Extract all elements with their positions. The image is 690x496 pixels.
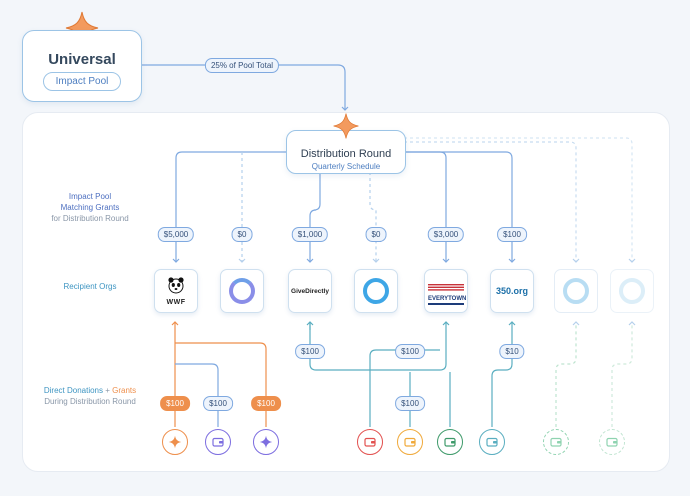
panda-icon <box>168 277 184 294</box>
wallet-icon <box>364 437 376 447</box>
wallet-icon <box>404 437 416 447</box>
org-card-givedirectly[interactable]: GiveDirectly <box>288 269 332 313</box>
donor-wallet-purple[interactable] <box>205 429 231 455</box>
donor-wallet-mint-1[interactable] <box>543 429 569 455</box>
flag-stripes-icon <box>428 283 464 291</box>
donation-pill-wwf-c: $100 <box>251 396 281 411</box>
pool-subtitle-pill: Impact Pool <box>42 72 122 91</box>
org-card-faded-1[interactable] <box>554 269 598 313</box>
wallet-icon <box>486 437 498 447</box>
wallet-icon <box>444 437 456 447</box>
grant-pill-org2: $0 <box>231 227 253 242</box>
donor-sparkle-orange[interactable] <box>162 429 188 455</box>
donation-pill-everytown-merge: $100 <box>395 344 425 359</box>
recipient-orgs-label: Recipient Orgs <box>63 282 117 291</box>
org-card-purple-ring[interactable] <box>220 269 264 313</box>
donor-wallet-amber[interactable] <box>397 429 423 455</box>
org-card-350[interactable]: 350.org <box>490 269 534 313</box>
wallet-icon <box>550 437 562 447</box>
donation-pill-350: $10 <box>499 344 525 359</box>
pool-title: Universal <box>48 51 116 68</box>
donor-wallet-teal[interactable] <box>479 429 505 455</box>
blue-ring-logo <box>363 278 389 304</box>
donation-pill-wwf-a: $100 <box>160 396 190 411</box>
donor-wallet-red[interactable] <box>357 429 383 455</box>
grant-pill-everytown: $3,000 <box>427 227 465 242</box>
distribution-subtitle: Quarterly Schedule <box>311 162 381 171</box>
donation-pill-givedirectly: $100 <box>295 344 325 359</box>
faded-ring-logo <box>563 278 589 304</box>
wallet-icon <box>212 437 224 447</box>
donation-pill-wwf-b: $100 <box>203 396 233 411</box>
sparkle-icon <box>259 435 273 449</box>
faded-ring-logo-2 <box>619 278 645 304</box>
350-logo: 350.org <box>495 286 528 296</box>
wwf-logo: WWF <box>166 276 186 306</box>
givedirectly-logo: GiveDirectly <box>291 287 329 295</box>
distribution-star-icon <box>332 112 360 140</box>
grant-pill-org4: $0 <box>365 227 387 242</box>
everytown-logo: EVERYTOWN <box>428 278 466 305</box>
pool-transfer-line <box>140 64 349 111</box>
org-card-faded-2[interactable] <box>610 269 654 313</box>
purple-ring-logo <box>229 278 255 304</box>
donor-wallet-green[interactable] <box>437 429 463 455</box>
wallet-icon <box>606 437 618 447</box>
universal-pool-card[interactable]: Universal Impact Pool <box>22 30 142 102</box>
grant-pill-350: $100 <box>497 227 527 242</box>
distribution-title: Distribution Round <box>300 148 392 160</box>
grant-pill-givedirectly: $1,000 <box>291 227 329 242</box>
donor-wallet-mint-2[interactable] <box>599 429 625 455</box>
org-card-everytown[interactable]: EVERYTOWN <box>424 269 468 313</box>
donation-pill-everytown-low: $100 <box>395 396 425 411</box>
direct-donations-label: Direct Donations + Grants During Distrib… <box>43 386 137 406</box>
matching-grants-label: Impact Pool Matching Grants for Distribu… <box>51 192 129 223</box>
pool-transfer-label: 25% of Pool Total <box>204 58 280 73</box>
sparkle-icon <box>168 435 182 449</box>
grant-pill-wwf: $5,000 <box>157 227 195 242</box>
donor-sparkle-purple[interactable] <box>253 429 279 455</box>
org-card-blue-ring[interactable] <box>354 269 398 313</box>
org-card-wwf[interactable]: WWF <box>154 269 198 313</box>
